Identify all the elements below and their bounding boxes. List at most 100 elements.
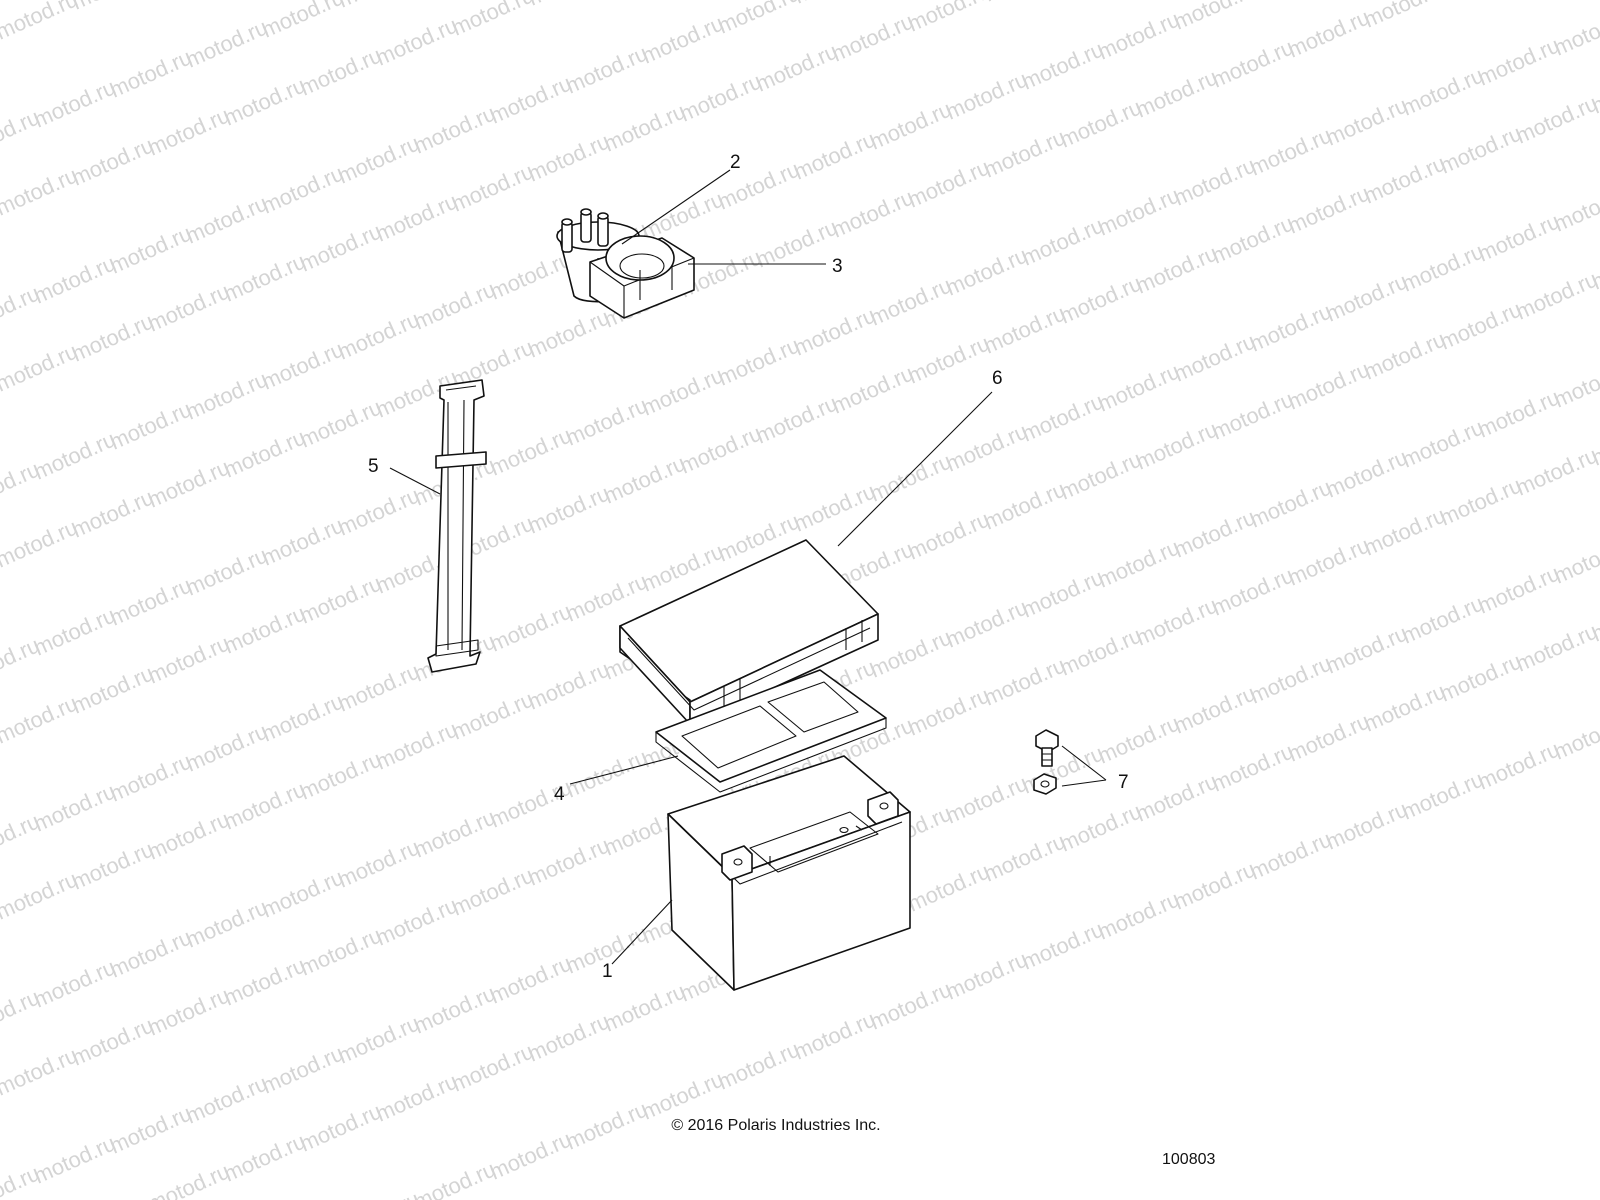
watermark-text: motod.ru	[258, 336, 347, 394]
watermark-text: motod.ru	[942, 242, 1031, 300]
callout-5: 5	[368, 456, 379, 477]
watermark-text: motod.ru	[524, 0, 613, 11]
watermark-text: motod.ru	[486, 422, 575, 480]
watermark-text: motod.ru	[562, 40, 651, 98]
watermark-text: motod.ru	[1398, 766, 1487, 824]
watermark-text: motod.ru	[714, 1036, 803, 1094]
watermark-text: motod.ru	[828, 8, 917, 66]
watermark-text: motod.ru	[448, 158, 537, 216]
watermark-text: motod.ru	[448, 686, 537, 744]
watermark-text: motod.ru	[638, 10, 727, 68]
part-bolt-nut	[1033, 729, 1059, 795]
watermark-text: motod.ru	[296, 42, 385, 100]
watermark-text: motod.ru	[1094, 710, 1183, 768]
watermark-text: motod.ru	[942, 946, 1031, 1004]
watermark-text: motod.ru	[562, 1096, 651, 1154]
watermark-text: motod.ru	[1474, 736, 1563, 794]
watermark-text: motod.ru	[790, 0, 879, 9]
watermark-text: motod.ru	[1208, 562, 1297, 620]
watermark-text: motod.ru	[486, 70, 575, 128]
watermark-text: motod.ru	[220, 424, 309, 482]
watermark-text: motod.ru	[30, 426, 119, 484]
watermark-text: motod.ru	[334, 482, 423, 540]
watermark-text: motod.ru	[68, 308, 157, 366]
watermark-text: motod.ru	[1132, 592, 1221, 650]
watermark-text: motod.ru	[676, 68, 765, 126]
watermark-text: motod.ru	[410, 100, 499, 158]
watermark-text: motod.ru	[30, 1130, 119, 1188]
watermark-text: motod.ru	[106, 1100, 195, 1158]
watermark-text: motod.ru	[1436, 120, 1525, 178]
watermark-text: motod.ru	[68, 660, 157, 718]
watermark-text: motod.ru	[752, 38, 841, 96]
watermark-text: motod.ru	[714, 0, 803, 39]
watermark-text: motod.ru	[1132, 416, 1221, 474]
watermark-text: motod.ru	[524, 1008, 613, 1066]
watermark-text: motod.ru	[1474, 32, 1563, 90]
watermark-text: motod.ru	[486, 950, 575, 1008]
watermark-text: motod.ru	[1284, 4, 1373, 62]
watermark-text: motod.ru	[296, 746, 385, 804]
watermark-text: motod.ru	[182, 894, 271, 952]
watermark-text: motod.ru	[334, 130, 423, 188]
watermark-text: motod.ru	[258, 160, 347, 218]
watermark-text: motod.ru	[486, 246, 575, 304]
watermark-text: motod.ru	[980, 652, 1069, 710]
watermark-text: motod.ru	[524, 128, 613, 186]
watermark-text: motod.ru	[752, 390, 841, 448]
watermark-text: motod.ru	[1550, 354, 1600, 412]
watermark-text: motod.ru	[904, 682, 993, 740]
watermark-text: motod.ru	[1132, 240, 1221, 298]
watermark-text: motod.ru	[790, 126, 879, 184]
watermark-text: motod.ru	[220, 952, 309, 1010]
watermark-text: motod.ru	[1360, 326, 1449, 384]
watermark-text: motod.ru	[1132, 768, 1221, 826]
watermark-text: motod.ru	[524, 304, 613, 362]
watermark-text: motod.ru	[1474, 208, 1563, 266]
watermark-text: motod.ru	[106, 220, 195, 278]
figure-number: 100803	[1162, 1151, 1215, 1168]
watermark-text: motod.ru	[220, 600, 309, 658]
watermark-text: motod.ru	[296, 570, 385, 628]
watermark-text: motod.ru	[220, 776, 309, 834]
watermark-text: motod.ru	[714, 156, 803, 214]
watermark-text: motod.ru	[1550, 178, 1600, 236]
watermark-text: motod.ru	[1398, 414, 1487, 472]
watermark-text: motod.ru	[1284, 708, 1373, 766]
watermark-text: motod.ru	[30, 778, 119, 836]
watermark-text: motod.ru	[1246, 650, 1335, 708]
leader-lines	[389, 169, 1107, 965]
watermark-text: motod.ru	[1360, 0, 1449, 33]
watermark-text: motod.ru	[1246, 474, 1335, 532]
watermark-text: motod.ru	[1246, 122, 1335, 180]
watermark-text: motod.ru	[1284, 532, 1373, 590]
watermark-text: motod.ru	[68, 484, 157, 542]
watermark-text: motod.ru	[904, 0, 993, 37]
watermark-text: motod.ru	[904, 330, 993, 388]
watermark-text: motod.ru	[220, 72, 309, 130]
watermark-text: motod.ru	[1322, 796, 1411, 854]
watermark-text: motod.ru	[68, 836, 157, 894]
watermark-text: motod.ru	[334, 834, 423, 892]
watermark-text: motod.ru	[1246, 298, 1335, 356]
watermark-text: motod.ru	[638, 362, 727, 420]
callout-2: 2	[730, 152, 741, 173]
watermark-text: motod.ru	[1132, 64, 1221, 122]
watermark-text: motod.ru	[448, 0, 537, 41]
watermark-text: motod.ru	[1246, 0, 1335, 5]
callout-3: 3	[832, 256, 843, 277]
watermark-text: motod.ru	[1170, 856, 1259, 914]
part-battery-pad	[655, 669, 887, 793]
watermark-text: motod.ru	[1208, 738, 1297, 796]
watermark-text: motod.ru	[942, 594, 1031, 652]
watermark-text: motod.ru	[296, 922, 385, 980]
watermark-text: motod.ru	[980, 124, 1069, 182]
watermark-text: motod.ru	[1436, 648, 1525, 706]
watermark-text: motod.ru	[410, 276, 499, 334]
watermark-text: motod.ru	[600, 98, 689, 156]
watermark-text: motod.ru	[106, 44, 195, 102]
watermark-text: motod.ru	[258, 688, 347, 746]
watermark-text: motod.ru	[258, 0, 347, 43]
watermark-text: motod.ru	[714, 332, 803, 390]
watermark-text: motod.ru	[334, 306, 423, 364]
